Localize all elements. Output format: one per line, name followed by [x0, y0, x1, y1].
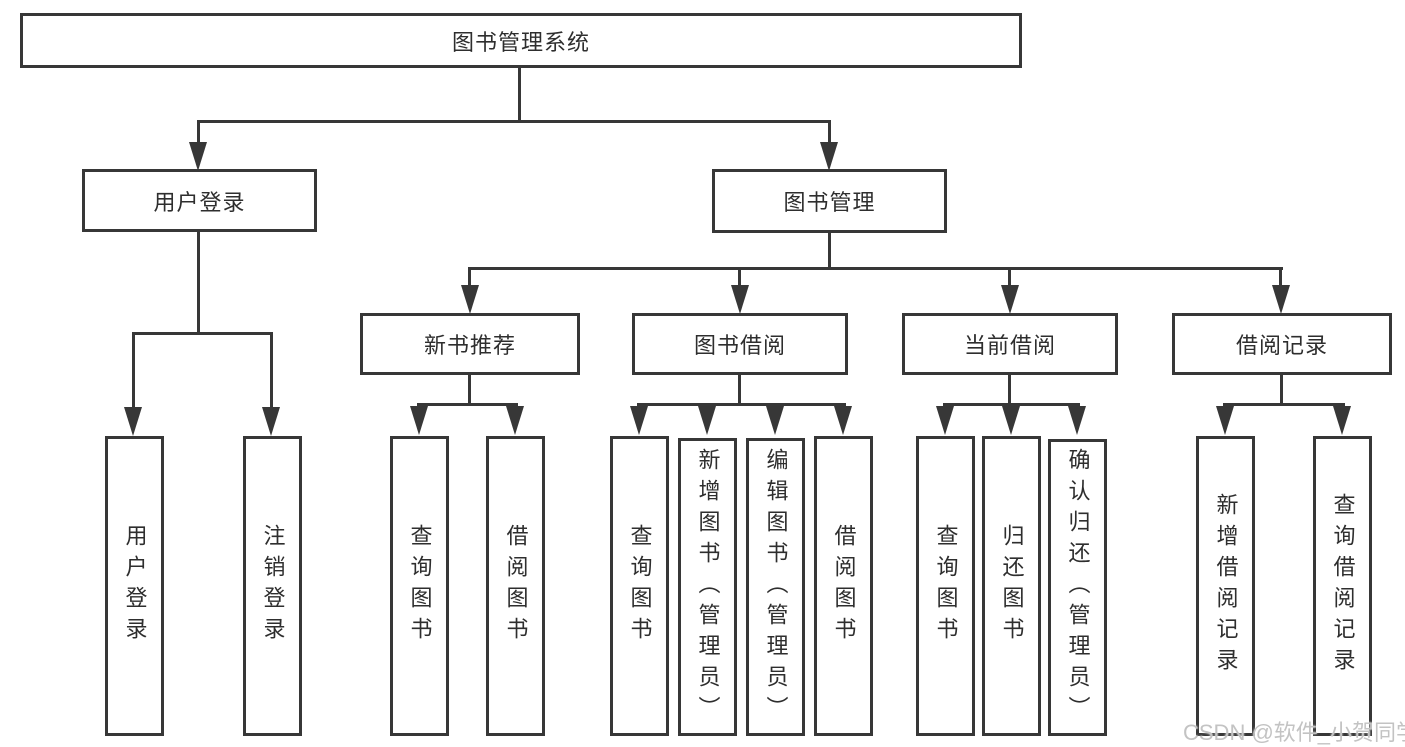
node-label: 图书管理 — [783, 190, 876, 215]
arrowhead-down-icon — [1272, 285, 1290, 314]
node-library-system: 图书管理系统 — [20, 13, 1022, 68]
node-current-borrow: 当前借阅 — [902, 313, 1118, 375]
connector-line — [1008, 373, 1011, 405]
node-label: 借阅记录 — [1235, 333, 1328, 358]
node-new-book-recommend: 新书推荐 — [360, 313, 580, 375]
leaf-return-books: 归还图书 — [982, 436, 1041, 736]
connector-line — [468, 267, 471, 289]
arrowhead-down-icon — [820, 142, 838, 171]
leaf-query-books-borrow: 查询图书 — [610, 436, 669, 736]
node-label: 查询图书 — [627, 524, 653, 648]
node-label: 新增借阅记录 — [1213, 493, 1239, 679]
node-label: 查询图书 — [933, 524, 959, 648]
node-label: 当前借阅 — [963, 333, 1056, 358]
node-label: 借阅图书 — [831, 524, 857, 648]
arrowhead-down-icon — [262, 407, 280, 436]
connector-line — [1280, 373, 1283, 405]
node-label: 编辑图书（管理员） — [763, 447, 789, 727]
node-label: 新增图书（管理员） — [695, 447, 721, 727]
connector-line — [1279, 267, 1282, 289]
node-label: 图书管理系统 — [451, 29, 590, 55]
leaf-add-books-admin: 新增图书（管理员） — [678, 438, 737, 736]
connector-line — [197, 229, 200, 335]
connector-line — [132, 332, 135, 410]
watermark: CSDN @软件_小贺同学 — [1183, 720, 1405, 745]
connector-line — [270, 332, 273, 410]
leaf-edit-books-admin: 编辑图书（管理员） — [746, 438, 805, 736]
node-user-login: 用户登录 — [82, 169, 317, 232]
node-label: 归还图书 — [999, 524, 1025, 648]
leaf-borrow-books-recommend: 借阅图书 — [486, 436, 545, 736]
leaf-user-login: 用户登录 — [105, 436, 164, 736]
connector-line — [197, 120, 200, 146]
connector-line — [943, 403, 1080, 406]
node-book-borrow: 图书借阅 — [632, 313, 848, 375]
arrowhead-down-icon — [834, 406, 852, 435]
connector-line — [417, 403, 518, 406]
node-book-management: 图书管理 — [712, 169, 947, 233]
node-label: 用户登录 — [122, 524, 148, 648]
arrowhead-down-icon — [189, 142, 207, 171]
connector-line — [828, 120, 831, 146]
connector-line — [828, 230, 831, 270]
connector-line — [518, 67, 521, 121]
leaf-borrow-books: 借阅图书 — [814, 436, 873, 736]
arrowhead-down-icon — [936, 406, 954, 435]
connector-line — [1223, 403, 1345, 406]
leaf-query-books-current: 查询图书 — [916, 436, 975, 736]
arrowhead-down-icon — [506, 406, 524, 435]
arrowhead-down-icon — [1002, 406, 1020, 435]
arrowhead-down-icon — [461, 285, 479, 314]
connector-line — [468, 267, 1283, 270]
arrowhead-down-icon — [410, 406, 428, 435]
connector-line — [738, 267, 741, 289]
node-label: 确认归还（管理员） — [1065, 448, 1091, 727]
arrowhead-down-icon — [1068, 406, 1086, 435]
connector-line — [197, 120, 831, 123]
connector-line — [1008, 267, 1011, 289]
leaf-logout: 注销登录 — [243, 436, 302, 736]
arrowhead-down-icon — [766, 406, 784, 435]
leaf-add-borrow-record: 新增借阅记录 — [1196, 436, 1255, 736]
node-label: 新书推荐 — [423, 333, 516, 358]
node-label: 查询借阅记录 — [1330, 493, 1356, 679]
connector-line — [468, 373, 471, 405]
arrowhead-down-icon — [1001, 285, 1019, 314]
leaf-query-borrow-record: 查询借阅记录 — [1313, 436, 1372, 736]
node-label: 注销登录 — [260, 524, 286, 648]
node-borrow-records: 借阅记录 — [1172, 313, 1392, 375]
leaf-query-books-recommend: 查询图书 — [390, 436, 449, 736]
node-label: 用户登录 — [153, 189, 246, 215]
arrowhead-down-icon — [630, 406, 648, 435]
arrowhead-down-icon — [731, 285, 749, 314]
node-label: 借阅图书 — [503, 524, 529, 648]
arrowhead-down-icon — [698, 406, 716, 435]
arrowhead-down-icon — [124, 407, 142, 436]
connector-line — [132, 332, 273, 335]
arrowhead-down-icon — [1216, 406, 1234, 435]
arrowhead-down-icon — [1333, 406, 1351, 435]
node-label: 图书借阅 — [693, 333, 786, 358]
node-label: 查询图书 — [407, 524, 433, 648]
connector-line — [738, 373, 741, 405]
leaf-confirm-return-admin: 确认归还（管理员） — [1048, 439, 1107, 736]
connector-line — [637, 403, 846, 406]
